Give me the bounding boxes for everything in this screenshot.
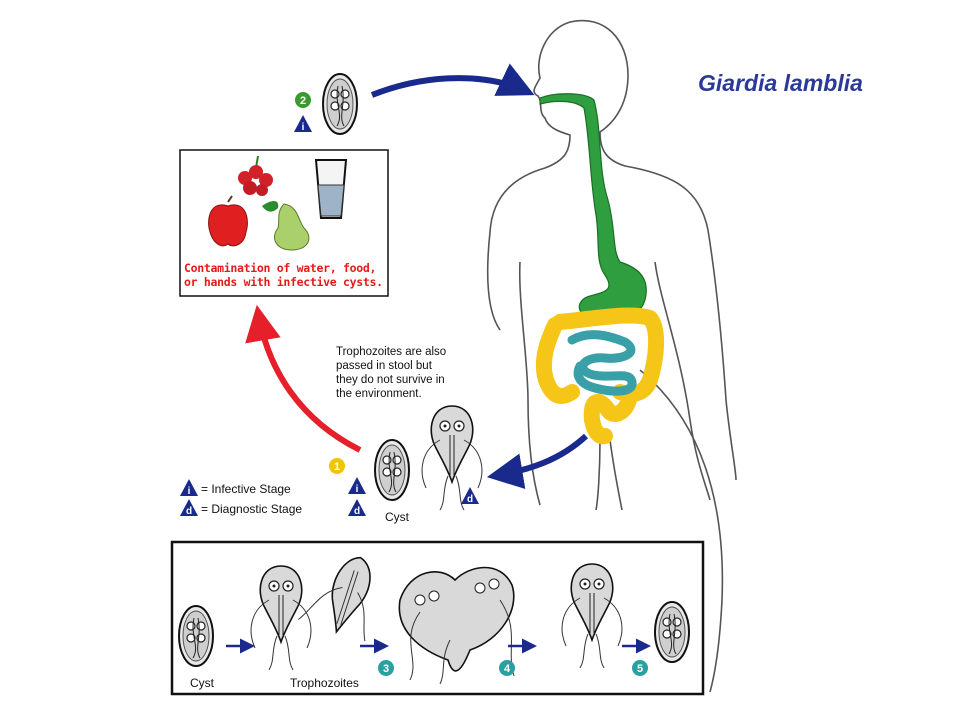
step-2-label: 2 bbox=[300, 95, 306, 107]
trophozoites-label: Trophozoites bbox=[290, 676, 359, 690]
legend-infective-label: = Infective Stage bbox=[201, 482, 291, 496]
legend-infective-icon bbox=[180, 479, 198, 497]
note-line-1: Trophozoites are also bbox=[336, 346, 447, 358]
step-1-label: 1 bbox=[334, 461, 340, 473]
note-line-2: passed in stool but bbox=[336, 360, 432, 372]
panel-cyst-start bbox=[178, 605, 214, 667]
large-intestine bbox=[535, 307, 665, 445]
trophozoite-diagnostic-icon bbox=[461, 487, 479, 505]
step-4-marker bbox=[499, 660, 515, 676]
stomach-esophagus bbox=[539, 93, 647, 323]
legend-diagnostic-icon bbox=[180, 499, 198, 517]
diagram-title: Giardia lamblia bbox=[698, 70, 863, 96]
human-body-outline bbox=[486, 19, 737, 693]
trophozoite-note: Trophozoites are also passed in stool bu… bbox=[336, 345, 506, 401]
contamination-line-2: or hands with infective cysts. bbox=[184, 275, 383, 289]
note-line-3: they do not survive in bbox=[336, 374, 445, 386]
step-2-marker bbox=[295, 92, 311, 108]
step-4-label: 4 bbox=[504, 663, 511, 675]
cyst-label: Cyst bbox=[385, 510, 409, 524]
raspberries-illustration bbox=[238, 155, 273, 196]
infective-cyst-illustration bbox=[322, 73, 358, 135]
contamination-caption: Contamination of water, food, or hands w… bbox=[184, 261, 384, 289]
panel-trophozoite-attached bbox=[298, 556, 371, 642]
arrow-to-mouth bbox=[370, 63, 535, 98]
infective-stage-icon bbox=[294, 115, 312, 133]
contamination-line-1: Contamination of water, food, bbox=[184, 261, 377, 275]
step-3-marker bbox=[378, 660, 394, 676]
legend-diagnostic-label: = Diagnostic Stage bbox=[201, 502, 303, 516]
step-3-label: 3 bbox=[383, 663, 389, 675]
step-5-label: 5 bbox=[637, 663, 643, 675]
panel-cyst-end bbox=[654, 601, 690, 663]
small-intestine bbox=[567, 330, 637, 396]
digestive-tract bbox=[535, 93, 665, 445]
step-1-marker bbox=[329, 458, 345, 474]
arrow-to-environment bbox=[245, 304, 362, 453]
cyst-infective-icon bbox=[348, 477, 366, 495]
water-glass-illustration bbox=[314, 159, 348, 219]
note-line-4: the environment. bbox=[336, 388, 422, 400]
pear-illustration bbox=[262, 201, 310, 251]
panel-cyst-label: Cyst bbox=[190, 676, 214, 690]
passed-cyst-illustration bbox=[374, 439, 410, 501]
apple-illustration bbox=[208, 195, 248, 247]
arrow-from-body bbox=[486, 433, 589, 490]
step-5-marker bbox=[632, 660, 648, 676]
cyst-diagnostic-icon bbox=[348, 499, 366, 517]
